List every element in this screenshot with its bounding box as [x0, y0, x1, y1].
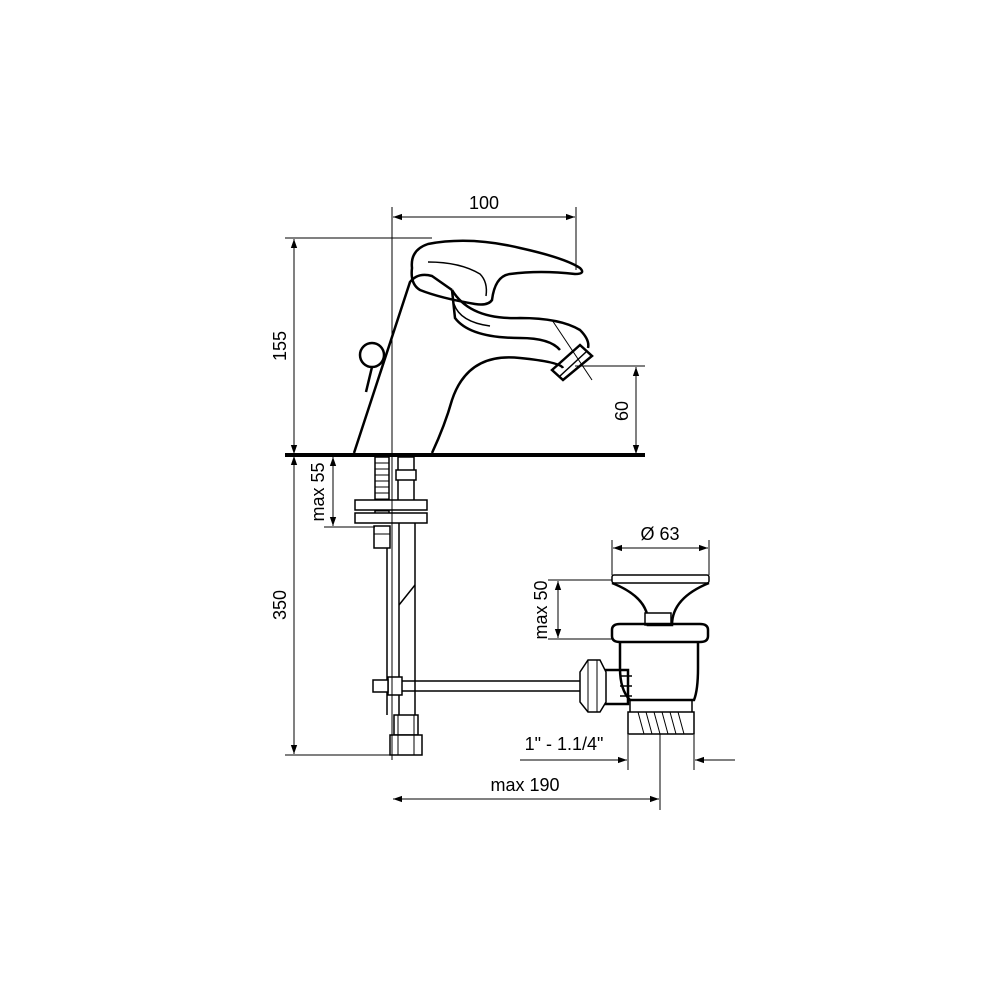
dimension-overall-height: 155: [270, 237, 432, 454]
faucet-body: [352, 239, 594, 454]
popup-drain: [579, 574, 710, 735]
mounting-assembly: [354, 456, 582, 756]
dimension-max-sink-thickness: max 50: [531, 579, 612, 640]
dimension-label-max-190: max 190: [490, 775, 559, 795]
dimension-label-100: 100: [469, 193, 499, 213]
dimension-max-deck-thickness: max 55: [308, 457, 375, 528]
dimension-label-155: 155: [270, 331, 290, 361]
dimension-spout-height: 60: [575, 365, 645, 454]
dimension-spout-reach: 100: [391, 193, 577, 760]
dimension-label-max-50: max 50: [531, 580, 551, 639]
dimension-label-60: 60: [612, 401, 632, 421]
dimension-label-max-55: max 55: [308, 462, 328, 521]
dimension-drain-thread: 1" - 1.1/4": [520, 734, 735, 770]
dimension-label-350: 350: [270, 590, 290, 620]
dimension-flange-diameter: Ø 63: [611, 524, 710, 575]
dimension-label-thread: 1" - 1.1/4": [525, 734, 604, 754]
dimension-label-diameter-63: Ø 63: [640, 524, 679, 544]
dimension-below-deck-length: 350: [270, 456, 392, 756]
dimension-max-drain-offset: max 190: [393, 734, 661, 810]
